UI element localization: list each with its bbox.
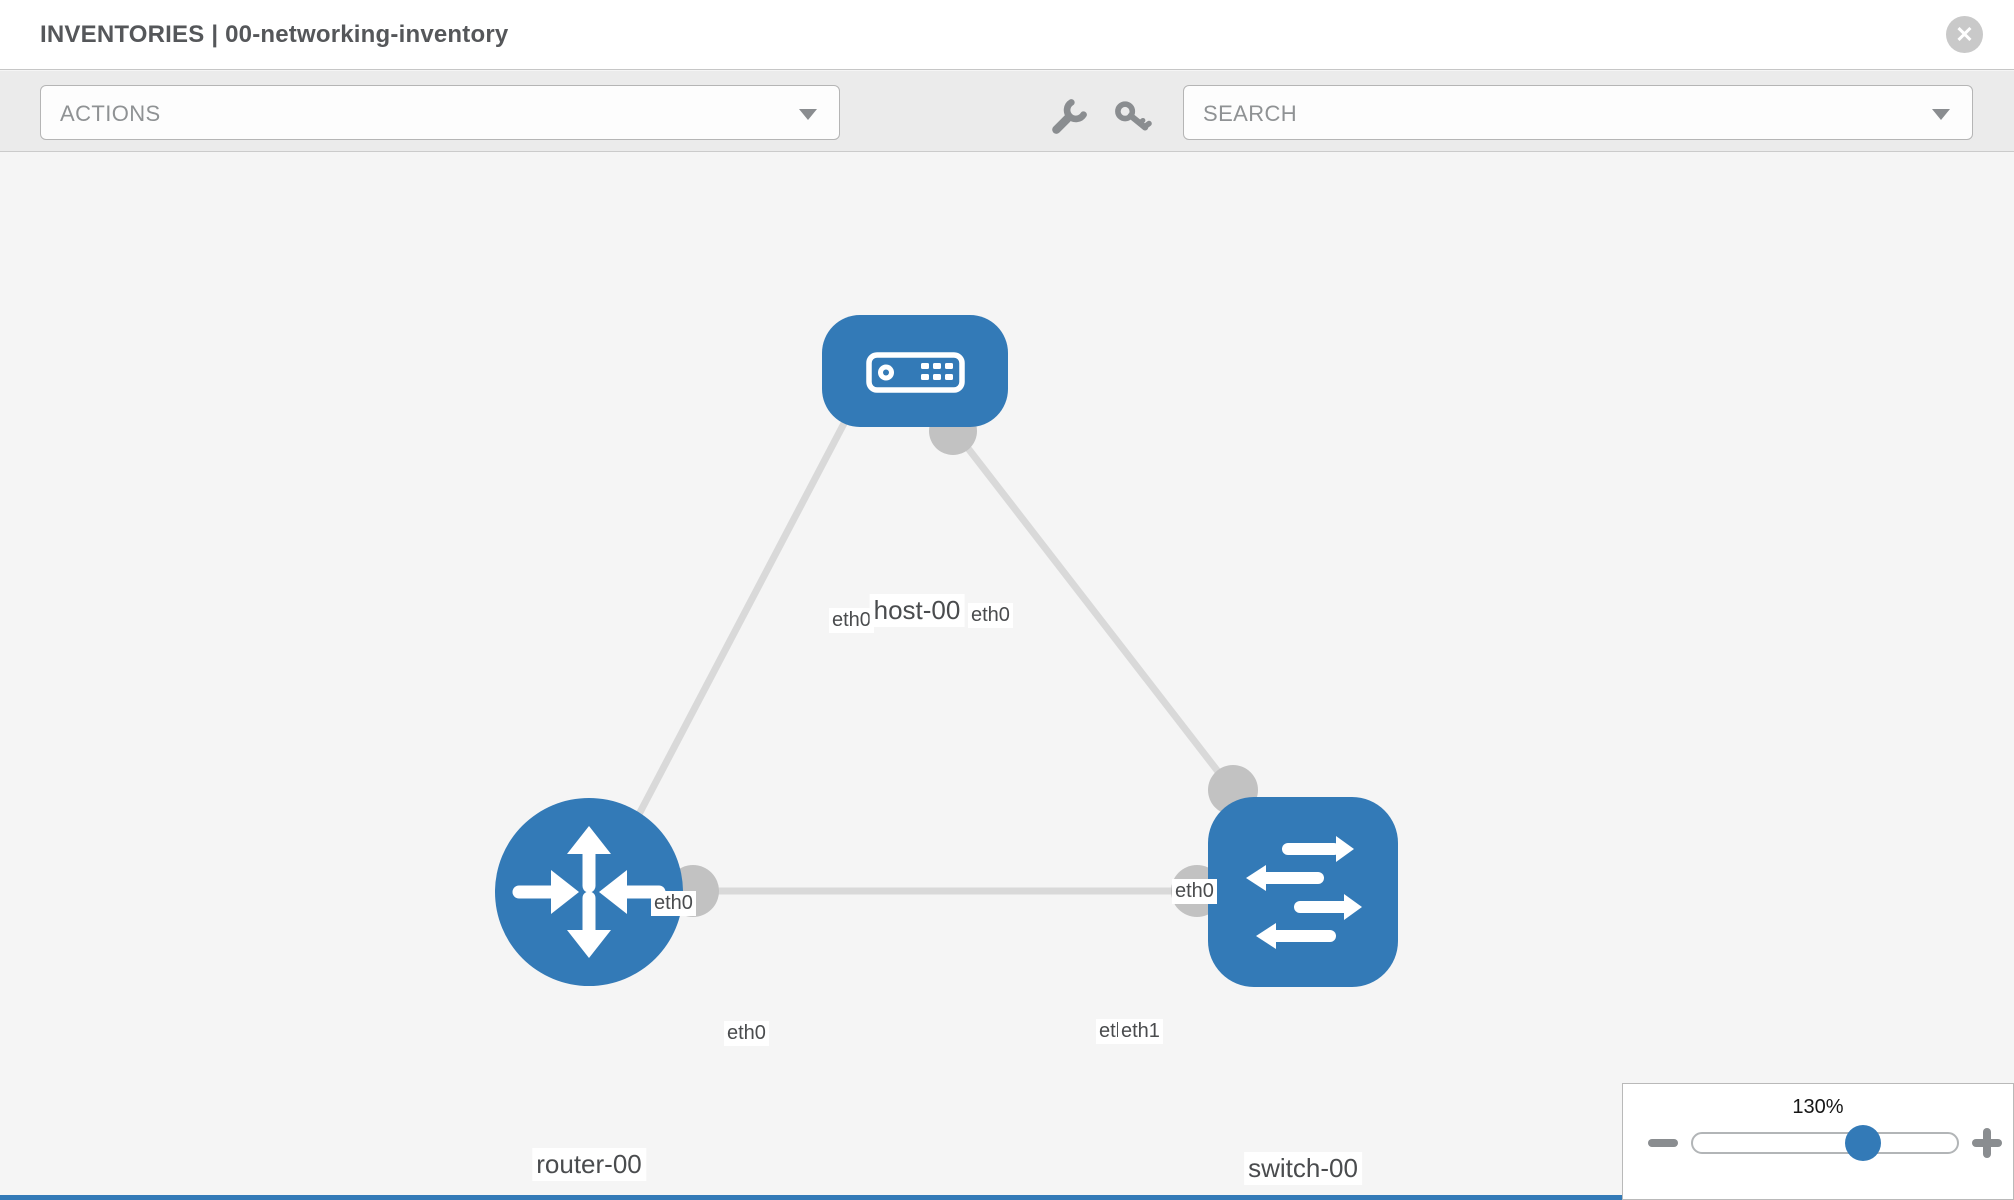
edge-host-switch[interactable] — [947, 422, 1243, 803]
caret-down-icon — [1932, 109, 1950, 120]
interface-label: eth0 — [968, 603, 1013, 628]
zoom-control-panel: 130% — [1622, 1083, 2014, 1200]
header: INVENTORIES | 00-networking-inventory ✕ — [0, 0, 2014, 70]
zoom-slider-handle[interactable] — [1845, 1125, 1881, 1161]
page-title: INVENTORIES | 00-networking-inventory — [40, 21, 509, 48]
actions-dropdown[interactable]: ACTIONS — [40, 85, 840, 140]
node-label-host: host-00 — [869, 594, 965, 627]
search-dropdown-label: SEARCH — [1203, 101, 1298, 126]
zoom-level: 130% — [1792, 1096, 1844, 1118]
close-icon[interactable]: ✕ — [1946, 16, 1983, 53]
actions-dropdown-label: ACTIONS — [60, 101, 161, 126]
toolbar: ACTIONS SEARCH — [0, 71, 2014, 152]
interface-label: eth0 — [1172, 879, 1217, 904]
node-label-switch: switch-00 — [1244, 1152, 1362, 1185]
wrench-icon[interactable] — [1048, 98, 1088, 138]
node-label-router: router-00 — [532, 1148, 646, 1181]
zoom-slider-track[interactable] — [1691, 1132, 1959, 1154]
bottom-accent-bar — [0, 1195, 1622, 1200]
zoom-in-plus-icon[interactable] — [1972, 1128, 2002, 1158]
caret-down-icon — [799, 109, 817, 120]
interface-label: eth0 — [724, 1021, 769, 1046]
node-host-00[interactable] — [822, 315, 1008, 427]
interface-label: eth1 — [1118, 1019, 1163, 1044]
edge-host-router[interactable] — [611, 410, 854, 862]
interface-label: eth0 — [829, 608, 874, 633]
zoom-out-minus-icon[interactable] — [1648, 1139, 1678, 1147]
interface-label: eth0 — [651, 891, 696, 916]
search-dropdown[interactable]: SEARCH — [1183, 85, 1973, 140]
topology-canvas[interactable]: eth0 host-00 eth0 eth0 eth0 eth0 eth0 et… — [0, 153, 2014, 1200]
host-icon — [866, 352, 965, 393]
node-switch-00[interactable] — [1208, 797, 1398, 987]
key-icon[interactable] — [1114, 98, 1154, 138]
switch-icon — [1246, 836, 1362, 949]
